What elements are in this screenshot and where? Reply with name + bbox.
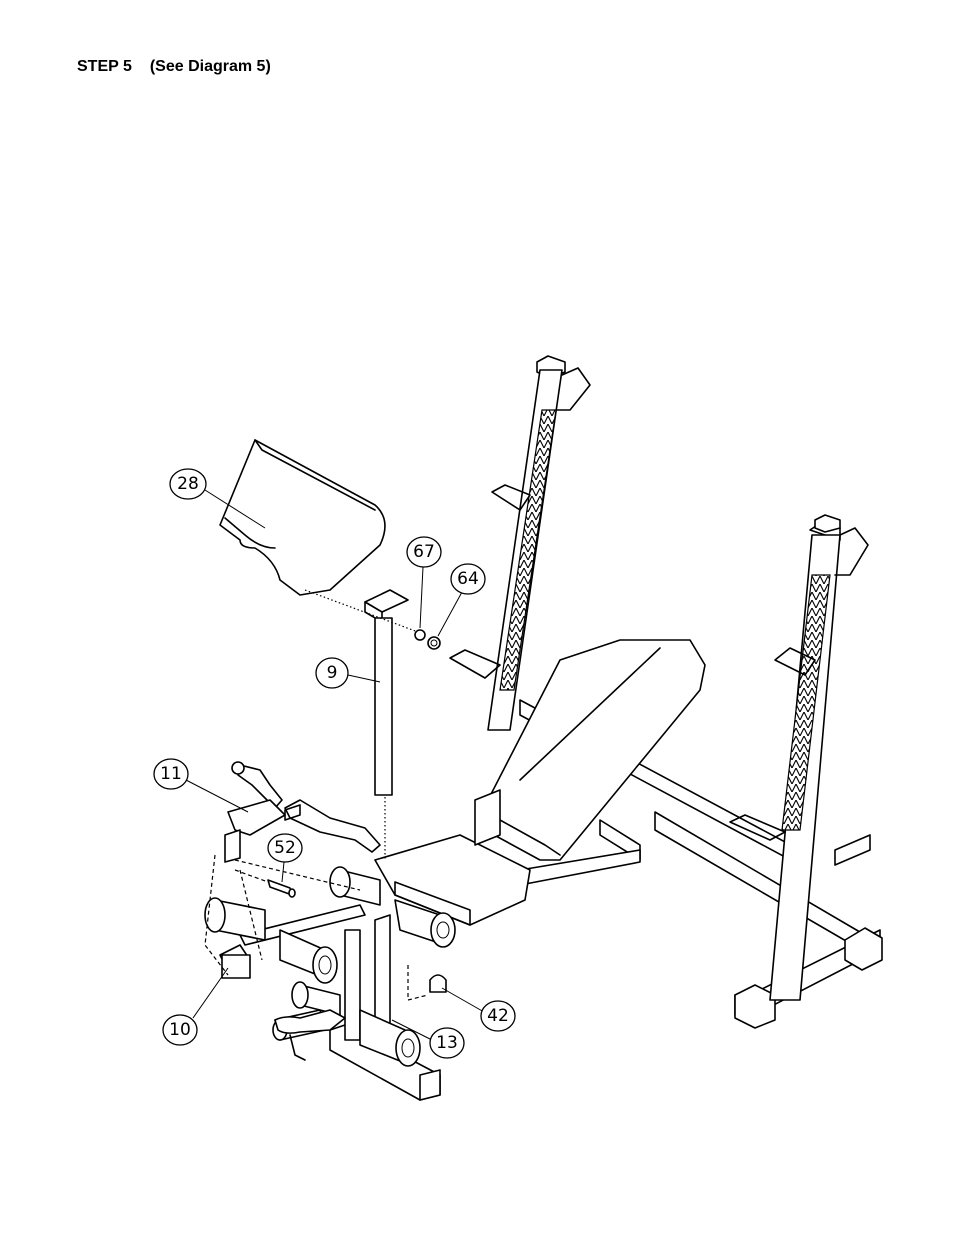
callout-label-52: 52 [274,838,296,858]
callout-label-67: 67 [413,542,435,562]
preacher-curl-pad [220,440,385,595]
callout-label-13: 13 [436,1033,458,1053]
callout-label-10: 10 [169,1020,191,1040]
callout-label-11: 11 [160,764,182,784]
callout-label-9: 9 [327,663,338,683]
callout-label-28: 28 [177,474,199,494]
hardware-washer-nut [415,630,440,649]
callout-label-42: 42 [487,1006,509,1026]
pop-pin-knob [408,965,446,1000]
callout-label-64: 64 [457,569,479,589]
pop-pin [235,870,295,897]
